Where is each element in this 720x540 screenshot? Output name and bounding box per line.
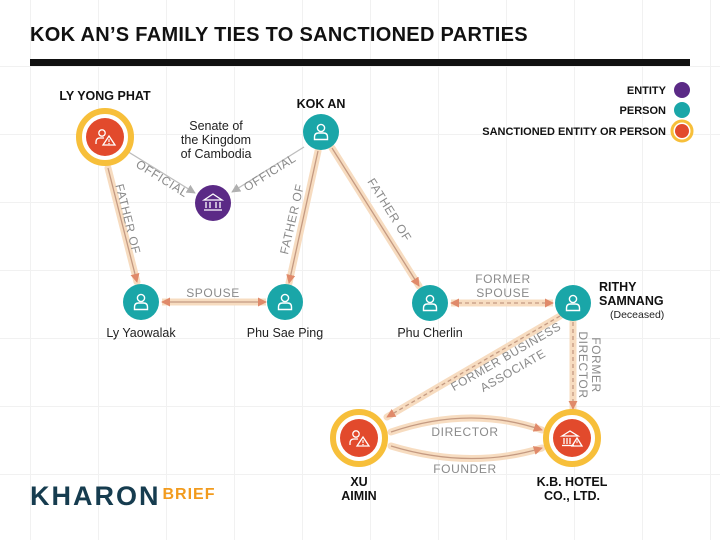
label-phu-sae-ping: Phu Sae Ping [247,326,323,340]
legend-sanctioned-swatch [675,124,689,138]
label-ly-yong-phat: LY YONG PHAT [59,89,151,103]
edge-label-father-of-left: FATHER OF [112,182,143,255]
label-ly-yaowalak: Ly Yaowalak [106,326,176,340]
legend-person-label: PERSON [620,105,667,117]
bank-icon [201,193,225,211]
edge-label-former-director-1: FORMER [589,337,603,393]
brand-suffix: BRIEF [162,486,216,503]
edge-kokan-phusaeping [285,147,322,287]
edge-label-former-spouse-2: SPOUSE [476,286,530,300]
label-rithy-2: SAMNANG [599,294,664,308]
legend: ENTITY PERSON SANCTIONED ENTITY OR PERSO… [482,82,694,143]
edge-director [387,414,546,436]
edge-label-director: DIRECTOR [431,425,498,439]
node-rithy-samnang[interactable] [555,285,591,321]
page-title: KOK AN’S FAMILY TIES TO SANCTIONED PARTI… [30,24,528,46]
edge-kokan-phucherlin [328,144,423,290]
node-xu-aimin[interactable] [330,409,388,467]
legend-sanctioned-label: SANCTIONED ENTITY OR PERSON [482,126,666,138]
label-kb-1: K.B. HOTEL [537,475,608,489]
label-senate-1: Senate of [189,119,243,133]
label-rithy-1: RITHY [599,280,637,294]
label-xu-2: AIMIN [341,489,376,503]
label-phu-cherlin: Phu Cherlin [397,326,462,340]
edge-founder [387,442,546,463]
edge-label-official-left: OFFICIAL [133,157,190,200]
label-senate-3: of Cambodia [181,147,252,161]
edge-kokan-senate [231,146,305,193]
node-kb-hotel[interactable] [543,409,601,467]
edge-lyyongphat-senate [121,147,196,194]
edge-label-former-director-2: DIRECTOR [576,331,590,398]
edge-label-former-spouse-1: FORMER [475,272,531,286]
node-senate[interactable] [195,185,231,221]
label-senate-2: the Kingdom [181,133,251,147]
node-phu-sae-ping[interactable] [267,284,303,320]
edge-label-founder: FOUNDER [433,462,497,476]
title-rule [30,59,690,66]
label-kb-2: CO., LTD. [544,489,600,503]
node-kok-an[interactable] [303,114,339,150]
label-kok-an: KOK AN [297,97,346,111]
node-phu-cherlin[interactable] [412,285,448,321]
brand-name: KHARON [30,481,161,511]
legend-entity-swatch [674,82,690,98]
label-xu-1: XU [350,475,367,489]
legend-person-swatch [674,102,690,118]
label-rithy-note: (Deceased) [610,309,664,321]
node-ly-yaowalak[interactable] [123,284,159,320]
edge-lyyongphat-lyyaowalak [104,164,141,286]
edge-label-spouse: SPOUSE [186,286,240,300]
legend-entity-label: ENTITY [627,85,667,97]
node-ly-yong-phat[interactable] [76,108,134,166]
edge-former-business [383,312,564,421]
